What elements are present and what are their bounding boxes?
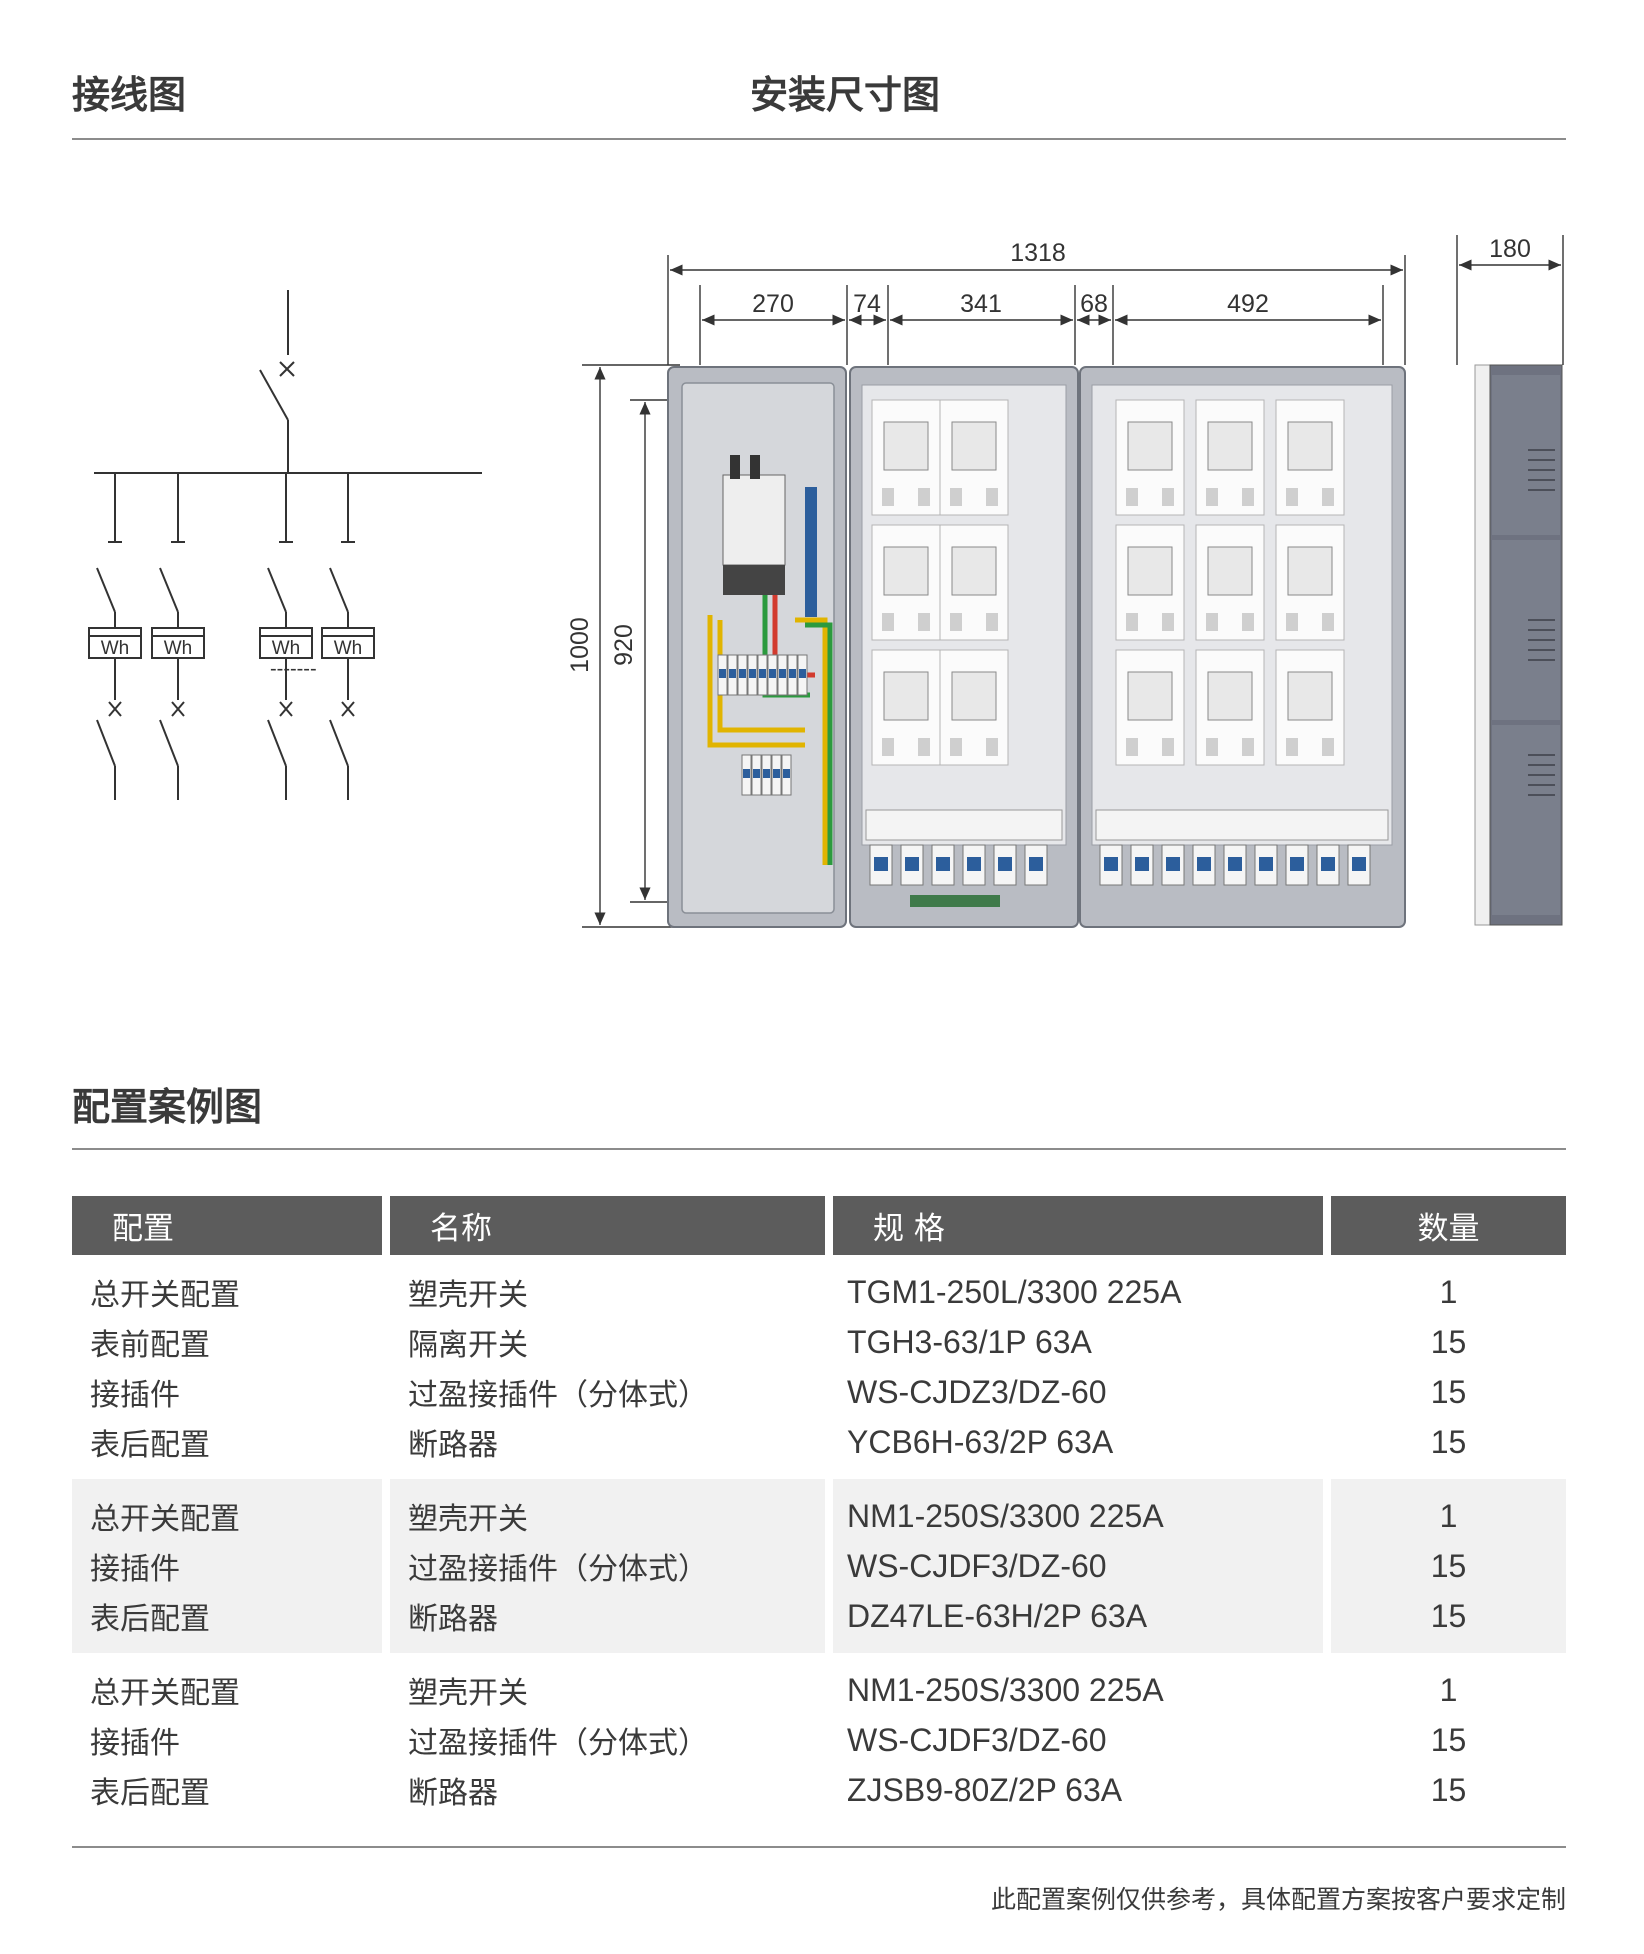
install-heading: 安装尺寸图 bbox=[750, 73, 941, 117]
cell-config: 接插件 bbox=[90, 1378, 180, 1413]
cabinet-front-view bbox=[667, 366, 1406, 928]
cell-qty: 15 bbox=[1430, 1771, 1467, 1808]
cell-config: 表后配置 bbox=[90, 1428, 210, 1463]
dim-total-width: 1318 bbox=[1010, 239, 1066, 267]
table-row: 表后配置 断路器 YCB6H-63/2P 63A 15 bbox=[72, 1417, 1566, 1467]
cell-name: 过盈接插件（分体式） bbox=[390, 1541, 825, 1591]
cell-name: 断路器 bbox=[408, 1428, 498, 1463]
config-heading: 配置案例图 bbox=[72, 1085, 263, 1129]
table-row: 总开关配置 塑壳开关 TGM1-250L/3300 225A 1 bbox=[72, 1267, 1566, 1317]
header-qty: 数量 bbox=[1331, 1196, 1566, 1255]
footnote: 此配置案例仅供参考，具体配置方案按客户要求定制 bbox=[990, 1885, 1566, 1914]
config-divider bbox=[72, 1148, 1566, 1150]
table-row: 表前配置 隔离开关 TGH3-63/1P 63A 15 bbox=[72, 1317, 1566, 1367]
cell-name: 隔离开关 bbox=[408, 1328, 528, 1363]
cell-config: 表前配置 bbox=[90, 1328, 210, 1363]
table-row: 接插件 过盈接插件（分体式） WS-CJDF3/DZ-60 15 bbox=[72, 1715, 1566, 1765]
wiring-heading: 接线图 bbox=[72, 73, 187, 117]
cell-qty: 1 bbox=[1439, 1671, 1458, 1708]
cell-spec: WS-CJDF3/DZ-60 bbox=[847, 1721, 1107, 1758]
wiring-diagram: ------- Wh Wh Wh Wh bbox=[88, 290, 482, 800]
table-header-row: 配置 名称 规 格 数量 bbox=[72, 1196, 1566, 1255]
dim-74: 74 bbox=[853, 290, 881, 318]
cell-name: 过盈接插件（分体式） bbox=[408, 1726, 708, 1761]
cell-spec: TGM1-250L/3300 225A bbox=[847, 1273, 1182, 1310]
cell-spec: NM1-250S/3300 225A bbox=[833, 1491, 1323, 1541]
cell-config: 接插件 bbox=[72, 1541, 382, 1591]
bottom-divider bbox=[72, 1846, 1566, 1848]
cell-qty: 15 bbox=[1430, 1721, 1467, 1758]
cell-qty: 15 bbox=[1430, 1423, 1467, 1460]
cell-name: 塑壳开关 bbox=[390, 1491, 825, 1541]
dim-depth: 180 bbox=[1489, 235, 1531, 263]
cell-qty: 15 bbox=[1331, 1591, 1566, 1641]
cell-spec: WS-CJDF3/DZ-60 bbox=[833, 1541, 1323, 1591]
cell-config: 总开关配置 bbox=[90, 1278, 240, 1313]
table-row: 表后配置 断路器 ZJSB9-80Z/2P 63A 15 bbox=[72, 1765, 1566, 1815]
cell-config: 总开关配置 bbox=[90, 1676, 240, 1711]
cell-name: 过盈接插件（分体式） bbox=[408, 1378, 708, 1413]
cell-spec: NM1-250S/3300 225A bbox=[847, 1671, 1164, 1708]
header-name: 名称 bbox=[390, 1196, 825, 1255]
cell-name: 塑壳开关 bbox=[408, 1278, 528, 1313]
dim-492: 492 bbox=[1227, 290, 1269, 318]
dim-inner-height: 920 bbox=[610, 624, 638, 666]
cell-qty: 1 bbox=[1439, 1273, 1458, 1310]
table-row: 总开关配置 塑壳开关 NM1-250S/3300 225A 1 bbox=[72, 1665, 1566, 1715]
cell-name: 塑壳开关 bbox=[408, 1676, 528, 1711]
cell-qty: 1 bbox=[1331, 1491, 1566, 1541]
wiring-ellipsis: ------- bbox=[270, 658, 317, 680]
install-dimension-drawing: 1318 270 74 341 68 492 180 1000 920 bbox=[566, 235, 1564, 928]
cell-spec: YCB6H-63/2P 63A bbox=[847, 1423, 1114, 1460]
cell-spec: ZJSB9-80Z/2P 63A bbox=[847, 1771, 1123, 1808]
dim-270: 270 bbox=[752, 290, 794, 318]
cell-spec: TGH3-63/1P 63A bbox=[847, 1323, 1092, 1360]
meter-label: Wh bbox=[334, 638, 363, 659]
top-divider bbox=[72, 138, 1566, 140]
dim-68: 68 bbox=[1080, 290, 1108, 318]
cell-qty: 15 bbox=[1430, 1323, 1467, 1360]
header-config: 配置 bbox=[72, 1196, 382, 1255]
table-row: 接插件 过盈接插件（分体式） WS-CJDZ3/DZ-60 15 bbox=[72, 1367, 1566, 1417]
cell-name: 断路器 bbox=[390, 1591, 825, 1641]
dim-341: 341 bbox=[960, 290, 1002, 318]
cell-qty: 15 bbox=[1331, 1541, 1566, 1591]
header-spec: 规 格 bbox=[833, 1196, 1323, 1255]
cell-config: 总开关配置 bbox=[72, 1491, 382, 1541]
cell-config: 表后配置 bbox=[90, 1776, 210, 1811]
meter-label: Wh bbox=[101, 638, 130, 659]
cell-name: 断路器 bbox=[408, 1776, 498, 1811]
cell-config: 接插件 bbox=[90, 1726, 180, 1761]
cabinet-side-view bbox=[1474, 364, 1563, 926]
dim-height: 1000 bbox=[566, 617, 594, 673]
cell-spec: DZ47LE-63H/2P 63A bbox=[833, 1591, 1323, 1641]
meter-label: Wh bbox=[272, 638, 301, 659]
cell-qty: 15 bbox=[1430, 1373, 1467, 1410]
cell-spec: WS-CJDZ3/DZ-60 bbox=[847, 1373, 1107, 1410]
cell-config: 表后配置 bbox=[72, 1591, 382, 1641]
meter-label: Wh bbox=[164, 638, 193, 659]
